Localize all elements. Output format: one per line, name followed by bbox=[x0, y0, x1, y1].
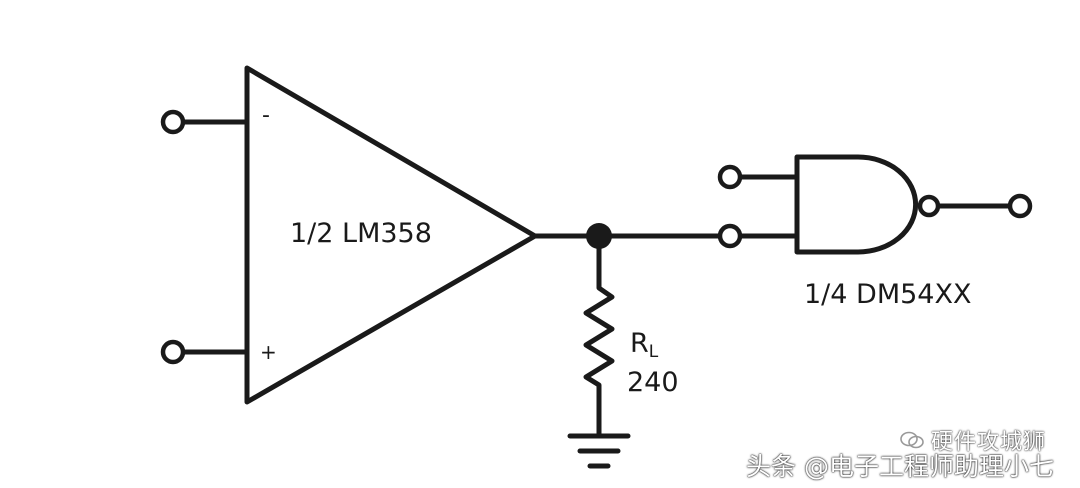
gate-input-terminal-a bbox=[717, 164, 743, 190]
wechat-icon bbox=[900, 431, 924, 449]
watermark-line-2: 头条 @电子工程师助理小七 bbox=[746, 452, 1054, 481]
resistor-name: RL bbox=[630, 328, 659, 362]
watermark-account: 硬件攻城狮 bbox=[930, 430, 1046, 455]
opamp-triangle bbox=[244, 65, 538, 405]
nand-gate-body bbox=[794, 154, 919, 255]
resistor-value: 240 bbox=[627, 367, 679, 398]
gate-label: 1/4 DM54XX bbox=[804, 279, 971, 310]
gate-input-terminal-b bbox=[717, 223, 743, 249]
nand-inversion-bubble bbox=[917, 194, 941, 218]
junction-dot bbox=[586, 223, 612, 249]
inverting-input-terminal bbox=[160, 109, 186, 135]
resistor-rl bbox=[583, 233, 615, 439]
inverting-sign: - bbox=[262, 103, 270, 128]
resistor-name-subscript: L bbox=[649, 342, 659, 362]
resistor-name-main: R bbox=[630, 328, 649, 359]
watermark-line-1: 硬件攻城狮 bbox=[899, 424, 1046, 456]
noninverting-input-terminal bbox=[160, 339, 186, 365]
opamp-label: 1/2 LM358 bbox=[290, 218, 432, 249]
noninverting-sign: + bbox=[260, 340, 277, 364]
gate-output-terminal bbox=[1007, 193, 1033, 219]
